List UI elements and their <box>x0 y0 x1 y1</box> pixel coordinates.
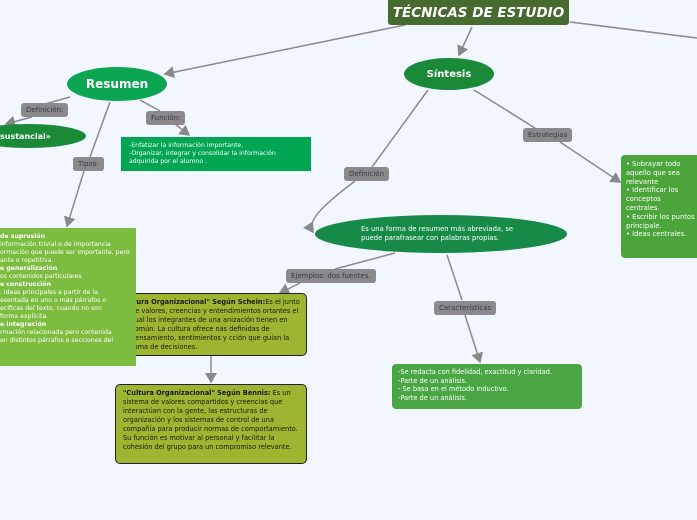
estrategia-item: • Ideas centrales. <box>626 230 687 239</box>
tipo-line: ante o repetitiva. <box>0 257 54 264</box>
caracteristica-item: -Se redacta con fidelidad, exactitud y c… <box>398 368 553 376</box>
estrategia-item: • Identificar los conceptos centrales. <box>626 186 679 212</box>
tipo-line: e integración <box>0 321 47 328</box>
label-resumen-definicion[interactable]: Definición: <box>21 103 69 117</box>
tipo-line: de supresión <box>0 233 46 240</box>
tipo-line: os contenidos particulares <box>0 273 82 280</box>
tipo-line: rmación relacionada pero contenida <box>0 329 112 336</box>
label-resumen-funcion[interactable]: Función: <box>146 111 186 125</box>
caracteristica-item: -Parte de un análisis. <box>398 393 468 402</box>
node-sintesis[interactable]: Síntesis <box>404 58 494 90</box>
schein-text: Es el junto de valores, creencias y ente… <box>131 298 300 351</box>
tipo-line: ecíficas del texto, cuando no son <box>0 305 102 312</box>
bennis-title: "Cultura Organizacional" Según Bennis: <box>123 389 271 397</box>
node-resumen-funcion[interactable]: -Enfatizar la información importante. -O… <box>121 137 311 171</box>
tipo-line: forma explícita. <box>0 313 49 320</box>
funcion-line: -Organizar, integrar y consolidar la inf… <box>129 150 276 158</box>
sintesis-definicion-text: Es una forma de resumen más abreviada, s… <box>361 225 514 242</box>
label-ejemplos[interactable]: Ejemplos: dos fuentes. <box>286 269 376 283</box>
tipo-line: en distintos párrafos o secciones del <box>0 337 114 344</box>
estrategia-item: • Subrayar todo aquello que sea relevant… <box>626 160 681 186</box>
tipo-line: e generalización <box>0 265 58 272</box>
funcion-line: -Enfatizar la información importante. <box>129 142 244 149</box>
node-bennis[interactable]: "Cultura Organizacional" Según Bennis: E… <box>115 384 307 464</box>
caracteristica-item: -Parte de un análisis. <box>398 376 468 385</box>
funcion-line: adquirida por el alumno . <box>129 158 208 166</box>
caracteristica-item: - Se basa en el método inductivo. <box>398 385 509 394</box>
tipo-line: información trivial o de importancia <box>0 241 111 248</box>
estrategia-item: • Escribir los puntos principale. <box>626 212 695 230</box>
node-schein[interactable]: ltura Organizacional" Según Schein:Es el… <box>110 293 307 356</box>
node-caracteristicas[interactable]: -Se redacta con fidelidad, exactitud y c… <box>392 364 582 409</box>
node-estrategias[interactable]: • Subrayar todo aquello que sea relevant… <box>621 155 697 258</box>
label-resumen-tipos[interactable]: Tipos: <box>73 157 104 171</box>
label-estrategias[interactable]: Estrategias <box>523 128 573 142</box>
node-resumen[interactable]: Resumen <box>67 67 167 101</box>
bennis-text: Es un sistema de valores compartidos y c… <box>123 389 298 451</box>
tipo-line: ormación que puede ser importante, pero <box>0 249 130 256</box>
tipo-line: esentada en uno o más párrafos o <box>0 297 107 304</box>
label-caracteristicas[interactable]: Características <box>434 301 497 315</box>
tipo-line: . ideas principales a partir de la <box>0 289 98 296</box>
tipo-line: e construcción <box>0 281 51 288</box>
node-sintesis-definicion[interactable]: Es una forma de resumen más abreviada, s… <box>315 215 567 253</box>
label-sintesis-definicion[interactable]: Definición <box>344 167 389 181</box>
main-title[interactable]: TÉCNICAS DE ESTUDIO <box>388 0 569 25</box>
schein-title: ltura Organizacional" Según Schein: <box>131 298 266 306</box>
